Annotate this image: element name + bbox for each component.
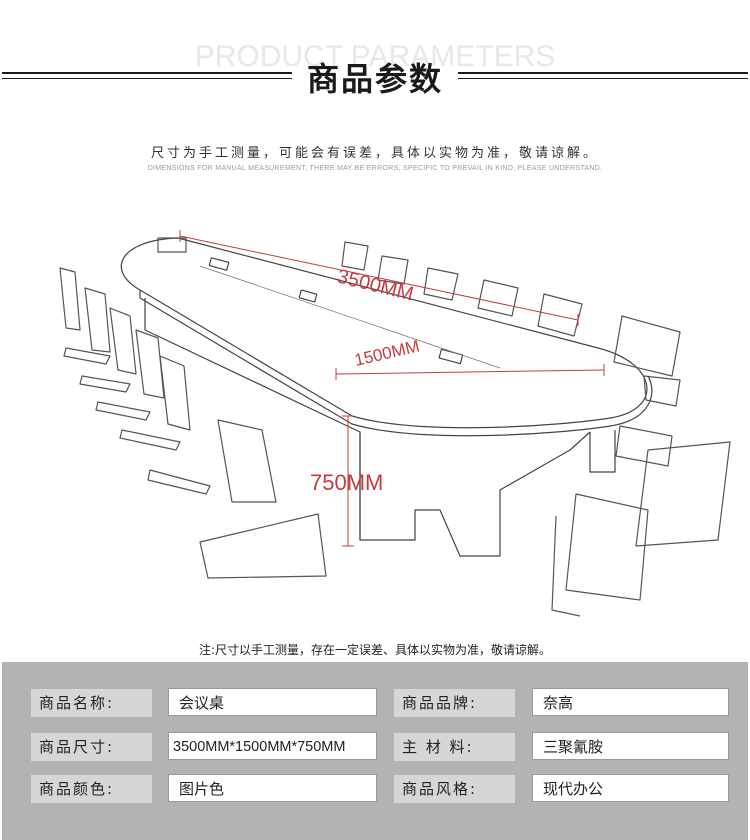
value-brand: 奈高 [532,688,729,716]
label-material: 主 材 料: [394,733,515,761]
header-ghost-text: PRODUCT PARAMETERS [194,40,556,73]
chairs-right-row [157,237,731,617]
header-rule-right [458,72,748,79]
value-material: 三聚氰胺 [532,732,729,760]
label-product-name: 商品名称: [31,689,152,717]
value-style: 现代办公 [532,774,729,802]
value-size: 3500MM*1500MM*750MM [168,732,377,760]
label-size: 商品尺寸: [31,733,152,761]
chairs-left-row [59,267,327,579]
measurement-note: 注:尺寸以手工测量，存在一定误差、具体以实物为准，敬请谅解。 [198,643,552,657]
subtitle-chinese: 尺寸为手工测量，可能会有误差，具体以实物为准，敬请谅解。 [150,146,599,161]
subtitle-english: DIMENSIONS FOR MANUAL MEASUREMENT, THERE… [147,165,603,172]
dimension-lines [179,230,605,547]
table-illustration [59,237,731,617]
page-title: 商品参数 [306,60,443,98]
label-style: 商品风格: [394,775,515,803]
label-color: 商品颜色: [31,775,152,803]
value-product-name: 会议桌 [168,688,377,716]
value-color: 图片色 [168,774,377,802]
height-dimension-label: 750MM [310,470,383,495]
header-rule-left [2,72,292,79]
conference-table-drawing: 3500MM 1500MM 750MM [59,230,731,617]
parameter-table: 商品名称: 会议桌 商品品牌: 奈高 商品尺寸: 3500MM*1500MM*7… [2,662,748,840]
label-brand: 商品品牌: [394,689,515,717]
